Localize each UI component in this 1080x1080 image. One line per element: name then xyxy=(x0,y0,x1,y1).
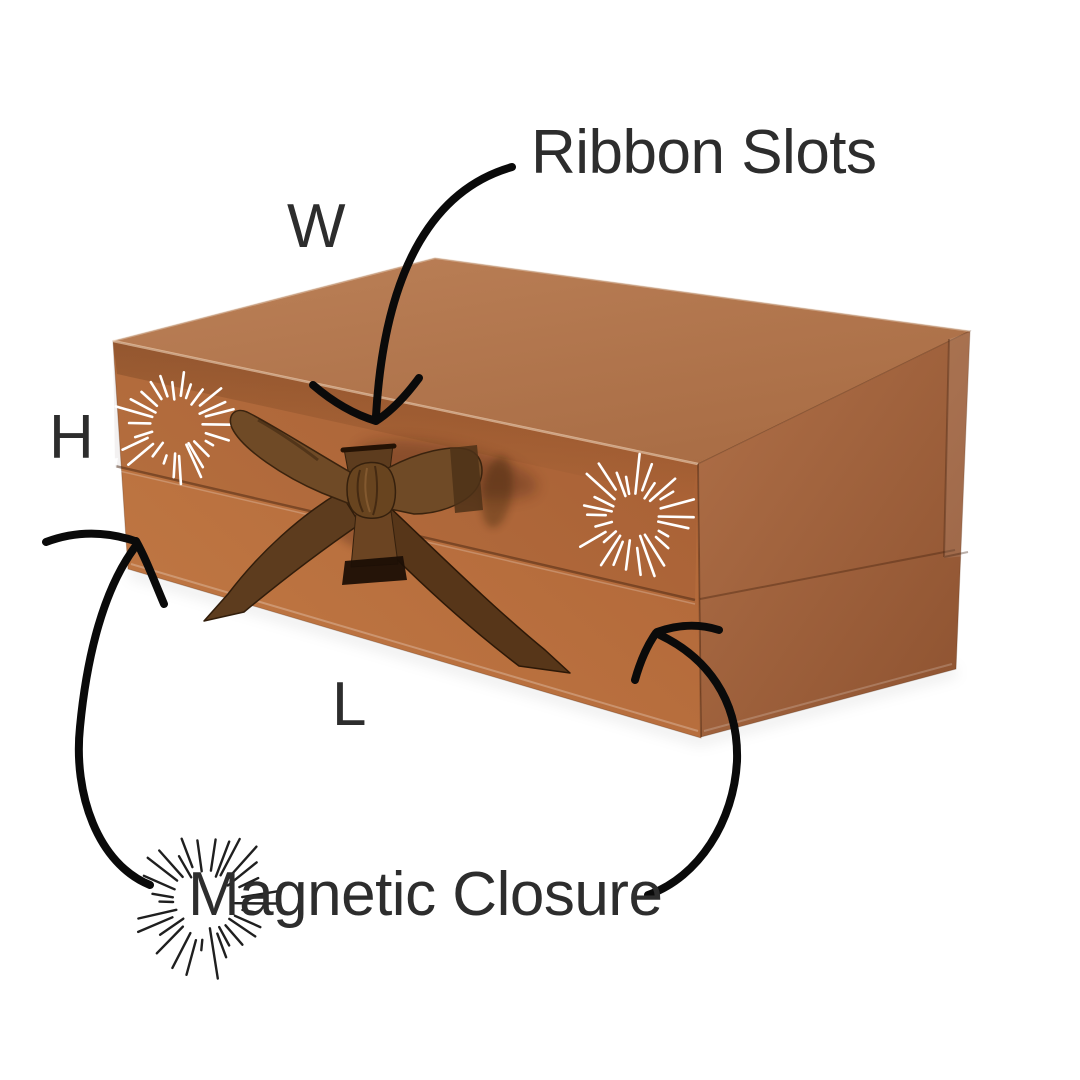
closure-right-arrow-shaft xyxy=(644,631,742,899)
seam-notch xyxy=(108,458,118,474)
lid-back-edge-highlight xyxy=(112,257,971,342)
left-loop-crease xyxy=(257,418,319,462)
curved-arrow-icon xyxy=(309,163,516,425)
ribbon-slot-opening xyxy=(340,443,397,453)
front-right-corner-edge xyxy=(697,463,702,738)
ribbon-left-tail xyxy=(203,491,361,622)
starburst-icon xyxy=(578,452,696,578)
front-bottom-lip xyxy=(130,563,699,732)
box-ground-shadow xyxy=(128,567,958,745)
closure-left-arrow-head xyxy=(42,529,168,608)
starburst-icon xyxy=(136,837,282,980)
ribbon-slots-label: Ribbon Slots xyxy=(531,118,877,187)
lid-flap-right xyxy=(944,332,970,558)
length-label: L xyxy=(332,670,366,739)
right-loop-fold xyxy=(450,445,483,513)
closure-left-arrow-shaft xyxy=(74,543,154,889)
ribbon-slots-arrow-head xyxy=(309,374,423,425)
ribbon-left-loop xyxy=(229,409,351,505)
magnetic-closure-label: Magnetic Closure xyxy=(188,860,663,929)
right-bottom-lip xyxy=(703,663,953,732)
box-right-face xyxy=(697,330,971,738)
curved-arrow-icon xyxy=(42,529,168,889)
height-label: H xyxy=(49,403,94,472)
closure-right-arrow-head xyxy=(631,621,723,684)
knot-creases xyxy=(356,465,379,516)
lid-edge-shadow xyxy=(113,341,698,500)
starburst-icon xyxy=(114,370,235,486)
ribbon-bow xyxy=(203,409,571,674)
knot-highlight xyxy=(364,467,371,513)
curved-arrow-icon xyxy=(631,621,742,899)
ribbon-knot xyxy=(346,461,397,519)
lid-seam-right xyxy=(699,549,956,600)
ribbon-slots-arrow-shaft xyxy=(372,163,516,420)
lid-flap-edge xyxy=(943,338,969,558)
ribbon-lower-slot xyxy=(342,556,407,585)
lid-front-edge-highlight xyxy=(112,339,699,466)
loop-shadow xyxy=(481,456,513,528)
width-label: W xyxy=(287,192,346,261)
